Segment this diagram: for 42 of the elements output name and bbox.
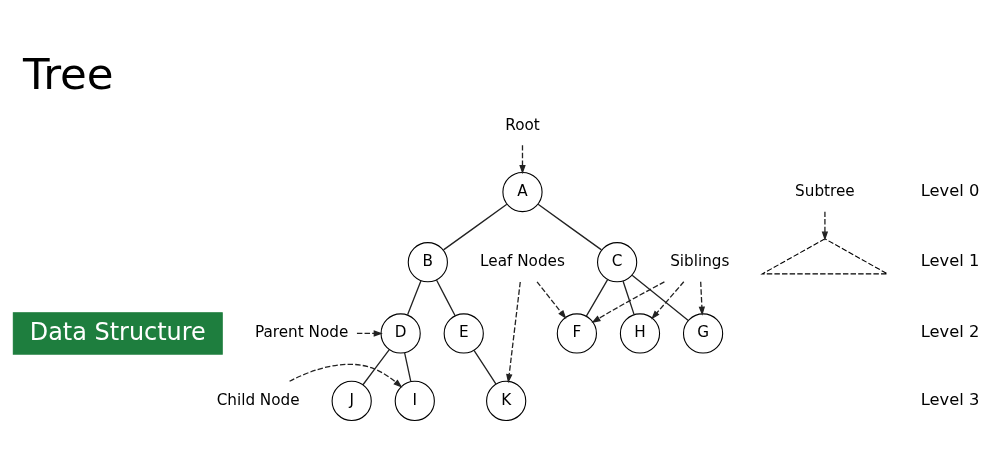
node-circle: A	[501, 171, 543, 213]
connector	[361, 349, 390, 386]
connector	[630, 274, 689, 322]
label: Level 0	[920, 180, 979, 200]
label: Level 2	[920, 322, 979, 342]
arrow	[821, 211, 828, 241]
connector	[536, 203, 602, 251]
node-text: Subtree	[794, 182, 855, 201]
connector	[472, 349, 497, 385]
arrow	[698, 281, 705, 316]
node-text: Parent Node	[254, 323, 348, 342]
node-circle: C	[596, 242, 637, 283]
node-circle: K	[485, 380, 526, 422]
node-circle: F	[556, 313, 597, 354]
diagram-title: Tree	[22, 48, 114, 99]
arrow	[650, 281, 684, 320]
node-text: Root	[504, 115, 540, 134]
label: Level 3	[920, 389, 979, 409]
node-circle: E	[443, 313, 484, 354]
arrow	[535, 281, 566, 320]
connector	[442, 203, 507, 251]
node-circle: D	[380, 313, 421, 354]
connector	[403, 352, 411, 382]
arrow	[355, 330, 383, 337]
node-box: Data Structure	[12, 312, 223, 355]
arrow	[288, 363, 402, 388]
connector	[406, 280, 422, 316]
node-text: Leaf Nodes	[479, 252, 565, 271]
connector	[621, 280, 635, 316]
connector	[435, 279, 456, 317]
node-circle: J	[331, 380, 372, 422]
node-text: Siblings	[669, 252, 729, 271]
node-text: Child Node	[216, 390, 300, 409]
arrow	[505, 281, 521, 384]
connector	[585, 279, 608, 317]
node-triangle	[759, 238, 890, 275]
node-circle: B	[407, 242, 448, 283]
label: Level 1	[920, 251, 979, 270]
arrow	[518, 144, 526, 175]
node-circle: H	[619, 313, 660, 354]
node-circle: G	[682, 313, 723, 354]
arrow	[590, 281, 665, 324]
